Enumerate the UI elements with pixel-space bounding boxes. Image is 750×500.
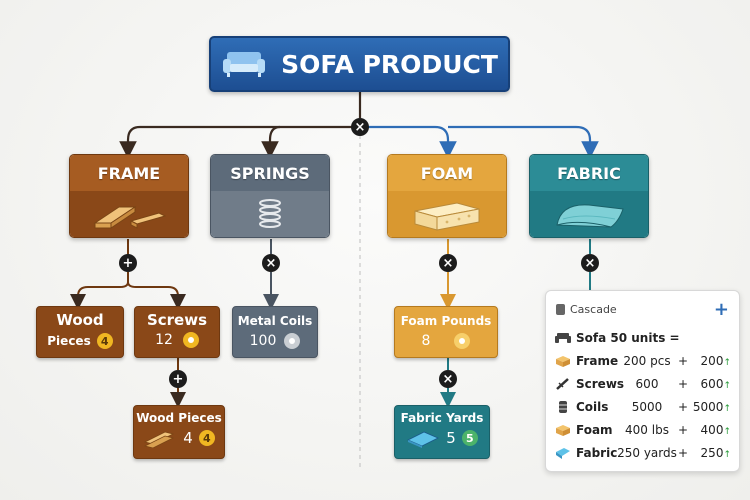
fabric-yards-value: 5 bbox=[446, 429, 456, 447]
panel-add-button[interactable]: + bbox=[713, 299, 729, 320]
cascade-row-qty: 200 pcs bbox=[623, 353, 671, 368]
panel-list-icon bbox=[556, 304, 565, 315]
metal-coils-node[interactable]: Metal Coils 100 bbox=[232, 306, 318, 358]
up-arrow-icon: ↑ bbox=[723, 403, 731, 414]
cascade-row-name: Screws bbox=[576, 376, 625, 391]
frame-category[interactable]: FRAME bbox=[69, 154, 189, 238]
cascade-row-qty: 600 bbox=[635, 376, 659, 391]
fabric-yards-title: Fabric Yards bbox=[400, 411, 484, 425]
cascade-row-result: 600 bbox=[700, 376, 724, 391]
spring-icon bbox=[259, 199, 281, 228]
fabric-category[interactable]: FABRIC bbox=[529, 154, 649, 238]
screw-icon bbox=[554, 377, 572, 391]
multiply-operator-foam: × bbox=[439, 254, 457, 272]
cascade-row-result: 250 bbox=[700, 445, 724, 460]
cascade-row-result: 400 bbox=[700, 422, 724, 437]
wood-badge: 4 bbox=[96, 333, 113, 349]
cascade-row-plus: + bbox=[678, 376, 689, 391]
box-icon bbox=[554, 423, 572, 437]
cascade-row-plus: + bbox=[678, 445, 689, 460]
multiply-operator-springs: × bbox=[262, 254, 280, 272]
fabric-yards-badge: 5 bbox=[461, 430, 478, 446]
frame-label: FRAME bbox=[70, 155, 188, 191]
foam-pounds-value: 8 bbox=[421, 333, 431, 349]
lumber-icon bbox=[144, 431, 175, 448]
panel-summary: Sofa 50 units = bbox=[576, 330, 680, 345]
screws-title: Screws bbox=[146, 311, 208, 329]
foam-dot-icon bbox=[454, 333, 471, 349]
cascade-row-result: 5000 bbox=[692, 399, 724, 414]
cascade-row-qty: 5000 bbox=[631, 399, 663, 414]
metal-coils-value: 100 bbox=[249, 333, 277, 349]
cascade-row-name: Frame bbox=[576, 353, 619, 368]
cascade-row-name: Foam bbox=[576, 422, 613, 437]
wood-pieces-node[interactable]: Wood Pieces 4 4 bbox=[133, 405, 225, 459]
cascade-row-plus: + bbox=[678, 353, 689, 368]
coils-dot-icon bbox=[284, 333, 301, 349]
up-arrow-icon: ↑ bbox=[723, 426, 731, 437]
fabric-roll-icon bbox=[556, 204, 624, 228]
wood-sub: Pieces bbox=[47, 334, 91, 348]
foam-pounds-node[interactable]: Foam Pounds 8 bbox=[394, 306, 498, 358]
fabric-yards-node[interactable]: Fabric Yards 5 5 bbox=[394, 405, 490, 459]
cascade-row-name: Fabric bbox=[576, 445, 618, 460]
multiply-operator: × bbox=[351, 118, 369, 136]
page-title: SOFA PRODUCT bbox=[281, 49, 498, 79]
fabric-label: FABRIC bbox=[530, 155, 648, 191]
fabric-icon bbox=[554, 446, 572, 460]
foam-pounds-title: Foam Pounds bbox=[400, 314, 492, 328]
panel-header: Cascade bbox=[570, 303, 617, 316]
metal-coils-title: Metal Coils bbox=[237, 314, 313, 328]
multiply-operator-foam-pounds: × bbox=[439, 370, 457, 388]
springs-label: SPRINGS bbox=[211, 155, 329, 191]
screws-dot-icon bbox=[182, 332, 199, 348]
box-icon bbox=[554, 354, 572, 368]
cascade-row-result: 200 bbox=[700, 353, 724, 368]
add-operator-screws: + bbox=[169, 370, 187, 388]
wood-pieces-title: Wood Pieces bbox=[136, 411, 222, 425]
foam-label: FOAM bbox=[388, 155, 506, 191]
fabric-swatch-icon bbox=[407, 431, 440, 448]
sofa-product-node[interactable]: SOFA PRODUCT bbox=[209, 36, 510, 92]
screws-value: 12 bbox=[155, 332, 173, 348]
sofa-icon bbox=[223, 52, 266, 77]
multiply-operator-fabric: × bbox=[581, 254, 599, 272]
up-arrow-icon: ↑ bbox=[723, 380, 731, 391]
cascade-row-qty: 400 lbs bbox=[625, 422, 669, 437]
up-arrow-icon: ↑ bbox=[723, 357, 731, 368]
springs-category[interactable]: SPRINGS bbox=[210, 154, 330, 238]
cascade-row-frame: Frame 200 pcs +200↑ bbox=[546, 349, 739, 372]
sofa-small-icon bbox=[555, 332, 571, 343]
up-arrow-icon: ↑ bbox=[723, 449, 731, 460]
screws-node[interactable]: Screws 12 bbox=[134, 306, 220, 358]
cascade-row-qty: 250 yards bbox=[617, 445, 677, 460]
foam-block-icon bbox=[414, 202, 480, 231]
foam-category[interactable]: FOAM bbox=[387, 154, 507, 238]
wood-pieces-badge: 4 bbox=[198, 430, 215, 446]
wood-frame-icon bbox=[93, 206, 167, 229]
cascade-panel: Cascade + Sofa 50 units = Frame 200 pcs +2… bbox=[545, 290, 740, 472]
cascade-row-plus: + bbox=[678, 422, 689, 437]
cascade-row-name: Coils bbox=[576, 399, 609, 414]
cascade-row-foam: Foam 400 lbs +400↑ bbox=[546, 418, 739, 441]
wood-node[interactable]: Wood Pieces 4 bbox=[36, 306, 124, 358]
coil-icon bbox=[554, 400, 572, 414]
wood-title: Wood bbox=[56, 311, 104, 329]
wood-pieces-value: 4 bbox=[183, 429, 193, 447]
add-operator-frame: + bbox=[119, 254, 137, 272]
cascade-row-plus: + bbox=[678, 399, 689, 414]
